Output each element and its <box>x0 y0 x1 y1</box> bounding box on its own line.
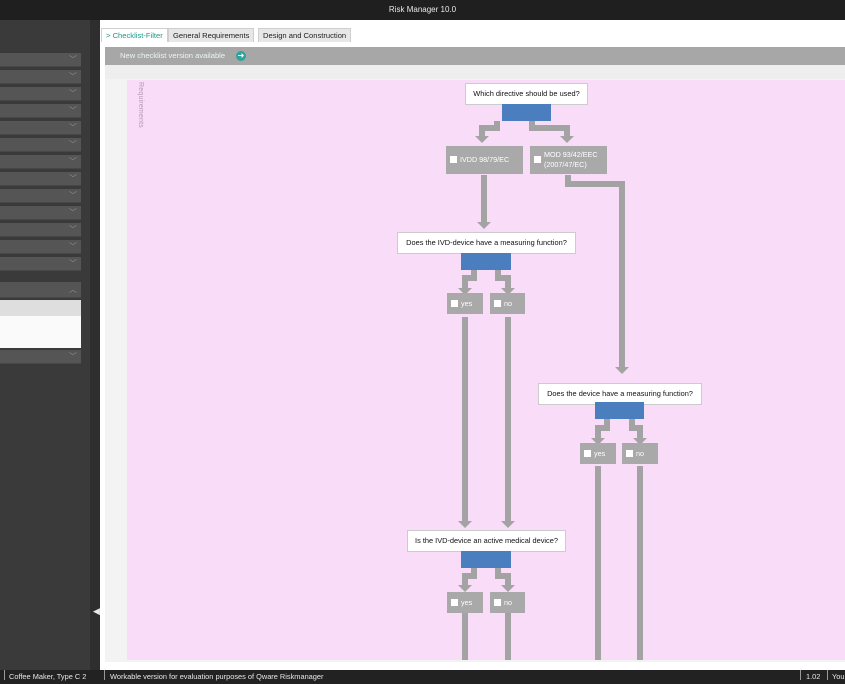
sidebar-accordion-row[interactable]: ﹀ <box>0 350 81 364</box>
chevron-up-icon: ︿ <box>69 285 77 294</box>
requirements-side-label: Requirements <box>137 82 144 128</box>
chevron-down-icon: ﹀ <box>69 72 77 81</box>
chevron-down-icon: ﹀ <box>69 208 77 217</box>
checkbox-icon[interactable] <box>534 156 541 163</box>
status-separator <box>104 670 105 680</box>
status-user: You <box>832 672 845 681</box>
collapse-panel-icon[interactable]: ◀ <box>93 606 100 616</box>
status-separator <box>800 670 801 680</box>
sidebar-accordion-row[interactable]: ﹀ <box>0 104 81 118</box>
sidebar-accordion-row[interactable]: ﹀ <box>0 53 81 67</box>
checkbox-icon[interactable] <box>451 599 458 606</box>
question-ivd-active: Is the IVD-device an active medical devi… <box>407 530 566 552</box>
chevron-down-icon: ﹀ <box>69 174 77 183</box>
chevron-down-icon: ﹀ <box>69 140 77 149</box>
option-q3-no[interactable]: no <box>622 443 658 464</box>
chevron-right-icon: > <box>106 31 111 40</box>
chevron-down-icon: ﹀ <box>69 225 77 234</box>
tab-general-requirements[interactable]: General Requirements <box>168 28 255 42</box>
update-notice-text[interactable]: New checklist version available <box>120 51 226 60</box>
chevron-down-icon: ﹀ <box>69 106 77 115</box>
option-ivdd[interactable]: IVDD 98/79/EC <box>446 146 523 174</box>
checkbox-icon[interactable] <box>584 450 591 457</box>
option-mod[interactable]: MOD 93/42/EEC (2007/47/EC) <box>530 146 607 174</box>
checkbox-icon[interactable] <box>450 156 457 163</box>
chevron-down-icon: ﹀ <box>69 89 77 98</box>
chevron-down-icon: ﹀ <box>69 242 77 251</box>
sidebar-accordion-row[interactable]: ﹀ <box>0 70 81 84</box>
tab-checklist-filter[interactable]: > Checklist-Filter <box>101 28 168 42</box>
sidebar-accordion-row[interactable]: ﹀ <box>0 189 81 203</box>
chevron-down-icon: ﹀ <box>69 191 77 200</box>
chevron-down-icon: ﹀ <box>69 55 77 64</box>
option-q4-no[interactable]: no <box>490 592 525 613</box>
status-project: Coffee Maker, Type C 2 <box>9 672 87 681</box>
ivd-active-selector[interactable] <box>461 551 511 568</box>
question-directive: Which directive should be used? <box>465 83 588 105</box>
sidebar-accordion-row[interactable]: ﹀ <box>0 155 81 169</box>
update-notice-bar: New checklist version available ➜ <box>105 47 845 65</box>
status-separator <box>827 670 828 680</box>
checkbox-icon[interactable] <box>451 300 458 307</box>
sidebar-expanded-panel <box>0 316 81 348</box>
sidebar-accordion-row[interactable]: ﹀ <box>0 257 81 271</box>
sidebar-accordion-row[interactable]: ﹀ <box>0 223 81 237</box>
question-ivd-measuring: Does the IVD-device have a measuring fun… <box>397 232 576 254</box>
sidebar-accordion-row[interactable]: ﹀ <box>0 240 81 254</box>
option-q4-yes[interactable]: yes <box>447 592 483 613</box>
chevron-down-icon: ﹀ <box>69 123 77 132</box>
panel-splitter[interactable] <box>90 20 100 670</box>
status-separator <box>4 670 5 680</box>
option-q2-no[interactable]: no <box>490 293 525 314</box>
sidebar-accordion-row[interactable]: ﹀ <box>0 138 81 152</box>
sidebar-accordion-row[interactable]: ﹀ <box>0 172 81 186</box>
sidebar-selected-item[interactable] <box>0 300 81 316</box>
tab-label: Checklist-Filter <box>112 31 163 40</box>
chevron-down-icon: ﹀ <box>69 352 77 361</box>
sidebar-accordion-row[interactable]: ﹀ <box>0 121 81 135</box>
flow-connectors <box>458 121 647 660</box>
option-q2-yes[interactable]: yes <box>447 293 483 314</box>
chevron-down-icon: ﹀ <box>69 157 77 166</box>
toolbar-strip <box>105 65 845 79</box>
sidebar-accordion-row[interactable]: ﹀ <box>0 206 81 220</box>
checkbox-icon[interactable] <box>494 599 501 606</box>
arrow-right-circle-icon[interactable]: ➜ <box>236 51 246 61</box>
status-bar: Coffee Maker, Type C 2 Workable version … <box>0 670 845 684</box>
directive-selector[interactable] <box>502 104 551 121</box>
option-q3-yes[interactable]: yes <box>580 443 616 464</box>
window-title: Risk Manager 10.0 <box>0 0 845 20</box>
sidebar-accordion-row-open[interactable]: ︿ <box>0 282 81 298</box>
sidebar-accordion-row[interactable]: ﹀ <box>0 87 81 101</box>
status-message: Workable version for evaluation purposes… <box>110 672 324 681</box>
tab-design-and-construction[interactable]: Design and Construction <box>258 28 352 42</box>
checkbox-icon[interactable] <box>494 300 501 307</box>
device-measuring-selector[interactable] <box>595 402 644 419</box>
ivd-measuring-selector[interactable] <box>461 253 511 270</box>
checkbox-icon[interactable] <box>626 450 633 457</box>
status-version: 1.02 <box>806 672 821 681</box>
chevron-down-icon: ﹀ <box>69 259 77 268</box>
